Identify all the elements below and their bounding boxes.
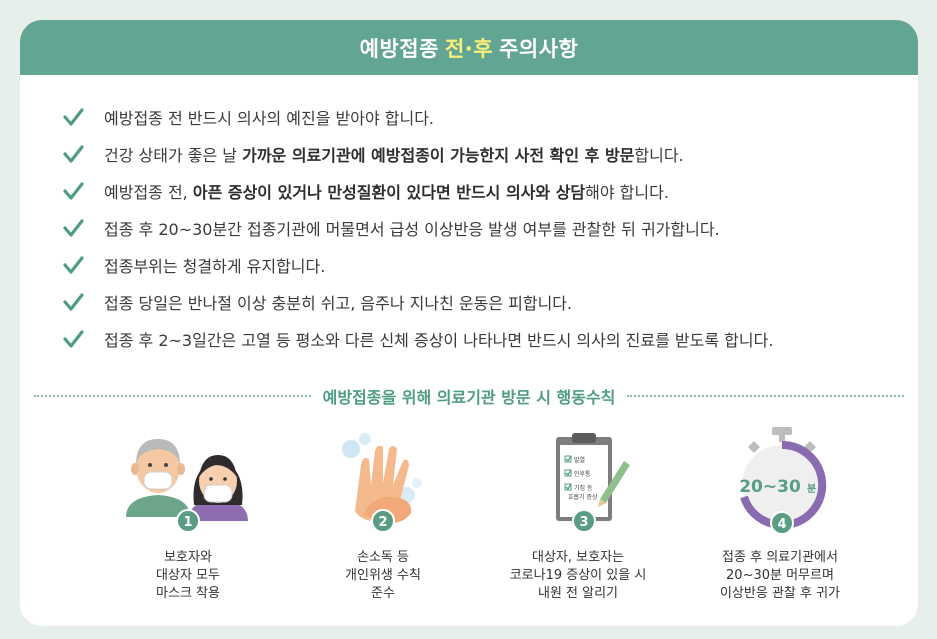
precaution-emphasis: 가까운 의료기관에 예방접종이 가능한지 사전 확인 후 방문: [242, 145, 635, 165]
step-4-caption-line: 접종 후 의료기관에서: [722, 550, 838, 565]
checkmark-icon: [63, 255, 84, 274]
step-1-caption-line: 보호자와: [164, 550, 212, 565]
precaution-item: 접종부위는 청결하게 유지합니다.: [62, 246, 773, 283]
section-title: 예방접종을 위해 의료기관 방문 시 행동수칙: [322, 388, 616, 407]
step-4: 20~30 분 4 접종 후 의료기관에서 20~30분 머무르며 이상반응 관…: [680, 425, 880, 603]
section-divider: 예방접종을 위해 의료기관 방문 시 행동수칙: [34, 386, 904, 407]
precaution-list: 예방접종 전 반드시 의사의 예진을 받아야 합니다. 건강 상태가 좋은 날 가…: [62, 98, 773, 357]
step-2: 2 손소독 등 개인위생 수칙 준수: [283, 425, 483, 603]
header-title-pre: 예방접종: [359, 36, 439, 61]
clipboard-icon: 발열 인후통 기침 등 호흡기 증상 3: [556, 433, 630, 533]
checkmark-icon: [63, 292, 84, 311]
step-3-badge: 3: [579, 515, 588, 530]
checkmark-icon: [63, 107, 84, 126]
checkmark-icon: [63, 218, 84, 237]
hand-washing-icon: 2: [342, 433, 422, 533]
step-1-caption-line: 대상자 모두: [156, 568, 220, 583]
step-2-caption-line: 개인위생 수칙: [345, 568, 421, 583]
precaution-segment: 예방접종 전 반드시 의사의 예진을 받아야 합니다.: [104, 108, 435, 128]
step-1-caption: 보호자와 대상자 모두 마스크 착용: [88, 549, 288, 603]
checkmark-icon: [63, 144, 84, 163]
step-2-caption: 손소독 등 개인위생 수칙 준수: [283, 549, 483, 603]
precaution-item: 건강 상태가 좋은 날 가까운 의료기관에 예방접종이 가능한지 사전 확인 후…: [62, 135, 773, 172]
precaution-segment: 해야 합니다.: [585, 182, 669, 202]
precaution-item: 접종 후 2~3일간은 고열 등 평소와 다른 신체 증상이 나타나면 반드시 …: [62, 320, 773, 357]
step-3-caption: 대상자, 보호자는 코로나19 증상이 있을 시 내원 전 알리기: [478, 549, 678, 603]
precaution-text: 접종 후 2~3일간은 고열 등 평소와 다른 신체 증상이 나타나면 반드시 …: [104, 327, 773, 351]
step-1-caption-line: 마스크 착용: [156, 586, 220, 601]
checkmark-icon: [63, 181, 84, 200]
step-4-caption: 접종 후 의료기관에서 20~30분 머무르며 이상반응 관찰 후 귀가: [680, 549, 880, 603]
checkmark-icon: [63, 329, 84, 348]
notice-card: 예방접종 전·후 주의사항 예방접종 전 반드시 의사의 예진을 받아야 합니다…: [20, 20, 918, 626]
step-4-caption-line: 20~30분 머무르며: [726, 568, 834, 583]
precaution-segment: 접종 당일은 반나절 이상 충분히 쉬고, 음주나 지나친 운동은 피합니다.: [104, 293, 573, 313]
clipboard-item: 인후통: [574, 470, 591, 478]
step-3: 발열 인후통 기침 등 호흡기 증상 3 대상자, 보호자는 코로나19 증상이…: [478, 425, 678, 603]
step-3-caption-line: 코로나19 증상이 있을 시: [509, 568, 647, 583]
precaution-text: 예방접종 전, 아픈 증상이 있거나 만성질환이 있다면 반드시 의사와 상담해…: [104, 179, 669, 203]
masked-people-icon: 1: [126, 439, 248, 533]
header-title-post: 주의사항: [499, 36, 579, 61]
steps-row: 1 보호자와 대상자 모두 마스크 착용 2 손소독 등 개인: [20, 425, 918, 615]
step-2-badge: 2: [378, 515, 387, 530]
divider-dots-right: [627, 395, 904, 397]
precaution-segment: 합니다.: [634, 145, 684, 165]
precaution-segment: 접종 후 2~3일간은 고열 등 평소와 다른 신체 증상이 나타나면 반드시 …: [104, 330, 774, 350]
step-3-caption-line: 내원 전 알리기: [537, 586, 619, 601]
timer-unit: 분: [807, 483, 816, 495]
precaution-item: 예방접종 전, 아픈 증상이 있거나 만성질환이 있다면 반드시 의사와 상담해…: [62, 172, 773, 209]
step-4-badge: 4: [777, 517, 786, 532]
precaution-text: 접종부위는 청결하게 유지합니다.: [104, 253, 325, 277]
header-title-highlight: 전·후: [444, 36, 494, 61]
precaution-text: 접종 후 20~30분간 접종기관에 머물면서 급성 이상반응 발생 여부를 관…: [104, 216, 720, 240]
precaution-segment: 접종부위는 청결하게 유지합니다.: [104, 256, 326, 276]
timer-text: 20~30: [739, 477, 801, 497]
step-2-caption-line: 손소독 등: [357, 550, 409, 565]
clipboard-item: 기침 등: [574, 484, 593, 492]
step-2-caption-line: 준수: [371, 586, 395, 601]
step-1: 1 보호자와 대상자 모두 마스크 착용: [88, 425, 288, 603]
header-banner: 예방접종 전·후 주의사항: [20, 20, 918, 75]
precaution-text: 건강 상태가 좋은 날 가까운 의료기관에 예방접종이 가능한지 사전 확인 후…: [104, 142, 684, 166]
step-3-caption-line: 대상자, 보호자는: [532, 550, 624, 565]
precaution-text: 예방접종 전 반드시 의사의 예진을 받아야 합니다.: [104, 105, 434, 129]
precaution-segment: 접종 후 20~30분간 접종기관에 머물면서 급성 이상반응 발생 여부를 관…: [104, 219, 720, 239]
divider-dots-left: [34, 395, 311, 397]
precaution-item: 접종 후 20~30분간 접종기관에 머물면서 급성 이상반응 발생 여부를 관…: [62, 209, 773, 246]
step-1-badge: 1: [183, 515, 192, 530]
precaution-item: 예방접종 전 반드시 의사의 예진을 받아야 합니다.: [62, 98, 773, 135]
clipboard-item: 발열: [574, 456, 585, 464]
precaution-segment: 예방접종 전,: [104, 182, 193, 202]
clipboard-item: 호흡기 증상: [568, 493, 598, 501]
stopwatch-icon: 20~30 분 4: [739, 427, 827, 535]
step-4-caption-line: 이상반응 관찰 후 귀가: [719, 586, 841, 601]
precaution-item: 접종 당일은 반나절 이상 충분히 쉬고, 음주나 지나친 운동은 피합니다.: [62, 283, 773, 320]
precaution-segment: 건강 상태가 좋은 날: [104, 145, 243, 165]
precaution-text: 접종 당일은 반나절 이상 충분히 쉬고, 음주나 지나친 운동은 피합니다.: [104, 290, 572, 314]
precaution-emphasis: 아픈 증상이 있거나 만성질환이 있다면 반드시 의사와 상담: [192, 182, 586, 202]
